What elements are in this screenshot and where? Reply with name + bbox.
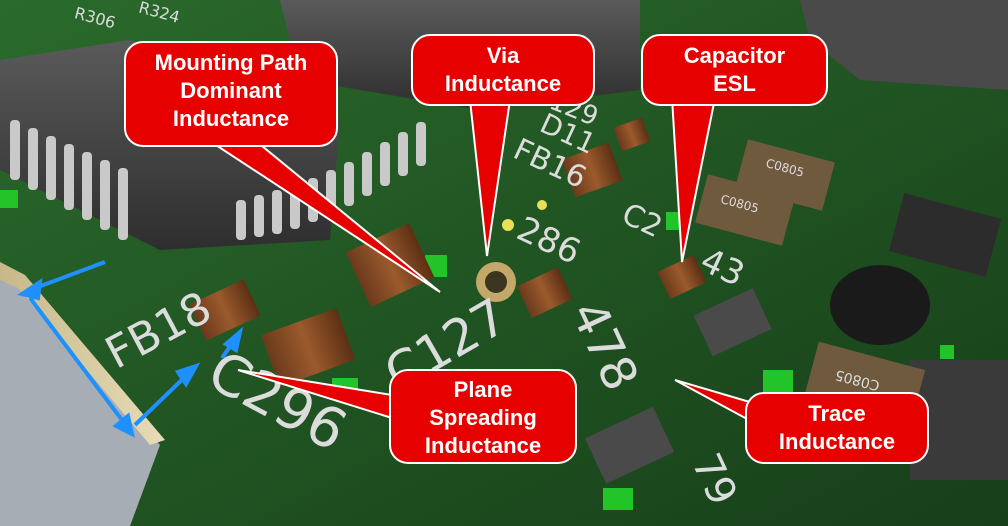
small-capacitors xyxy=(189,117,772,484)
callout-capacitor-esl: Capacitor ESL xyxy=(683,43,786,96)
callout-trace-inductance: Trace Inductance xyxy=(778,401,896,454)
via-small-2 xyxy=(537,200,547,210)
callout-via-inductance: Via Inductance xyxy=(444,43,562,96)
board-edge-laminate xyxy=(0,262,165,445)
green-pads xyxy=(0,190,954,510)
callout-box-plane xyxy=(389,369,577,464)
inductor-right xyxy=(830,265,930,345)
ic-top-right xyxy=(800,0,1008,90)
callout-mounting-path: Mounting Path Dominant Inductance xyxy=(154,50,308,131)
board-edge xyxy=(0,270,160,526)
callout-box-trace xyxy=(745,392,929,464)
callout-box-esl xyxy=(641,34,828,106)
mosfet-right xyxy=(888,193,1002,277)
via-hole xyxy=(485,271,507,293)
callout-box-mounting xyxy=(124,41,338,147)
cap-c0805-b xyxy=(735,139,835,211)
blue-arrows xyxy=(17,260,244,438)
via-small xyxy=(502,219,514,231)
callout-plane-spreading: Plane Spreading Inductance xyxy=(424,377,542,458)
callout-box-via xyxy=(411,34,595,106)
